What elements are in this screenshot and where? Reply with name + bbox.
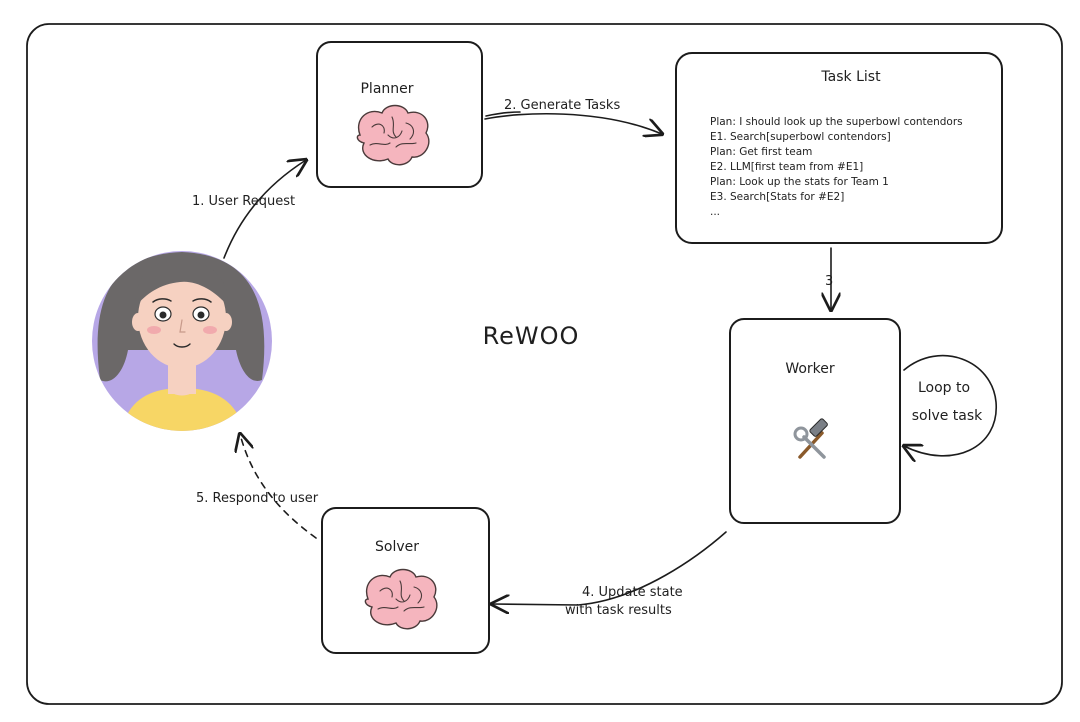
worker-node: Worker (729, 318, 901, 524)
task-list-lines: Plan: I should look up the superbowl con… (710, 116, 963, 218)
task-line: Plan: I should look up the superbowl con… (710, 116, 963, 128)
worker-label: Worker (785, 361, 835, 377)
task-line: E1. Search[superbowl contendors] (710, 131, 891, 143)
edge-respond (240, 434, 317, 539)
edge-generate-tasks (484, 112, 662, 134)
solver-label: Solver (375, 539, 419, 555)
planner-node: Planner (316, 41, 483, 188)
brain-icon (356, 104, 430, 166)
edge-label-user-request: 1. User Request (192, 194, 295, 209)
edge-label-respond: 5. Respond to user (196, 491, 319, 506)
edge-label-update-state-2: with task results (565, 603, 672, 618)
edge-update-state (492, 531, 727, 605)
user-avatar-icon (92, 251, 272, 431)
edge-label-step3: 3 (825, 274, 833, 289)
tools-icon (793, 418, 828, 459)
outer-frame (26, 23, 1063, 705)
edge-label-update-state-1: 4. Update state (582, 585, 683, 600)
task-line: E2. LLM[first team from #E1] (710, 161, 863, 173)
edge-label-loop-1: Loop to (918, 380, 970, 396)
diagram-title: ReWOO (483, 322, 580, 350)
task-line: Plan: Get first team (710, 146, 812, 158)
planner-label: Planner (360, 81, 413, 97)
edge-label-generate-tasks: 2. Generate Tasks (504, 98, 620, 113)
task-line: Plan: Look up the stats for Team 1 (710, 176, 889, 188)
edge-loop (904, 354, 997, 456)
task-line: ... (710, 206, 720, 218)
solver-node: Solver (321, 507, 490, 654)
edge-sketch-stroke (485, 111, 521, 117)
task-list-node: Task List Plan: I should look up the sup… (675, 52, 1003, 244)
brain-icon (364, 568, 438, 630)
task-list-label: Task List (820, 69, 881, 85)
edge-label-loop-2: solve task (912, 408, 983, 424)
task-line: E3. Search[Stats for #E2] (710, 191, 844, 203)
edge-user-request (223, 160, 306, 259)
